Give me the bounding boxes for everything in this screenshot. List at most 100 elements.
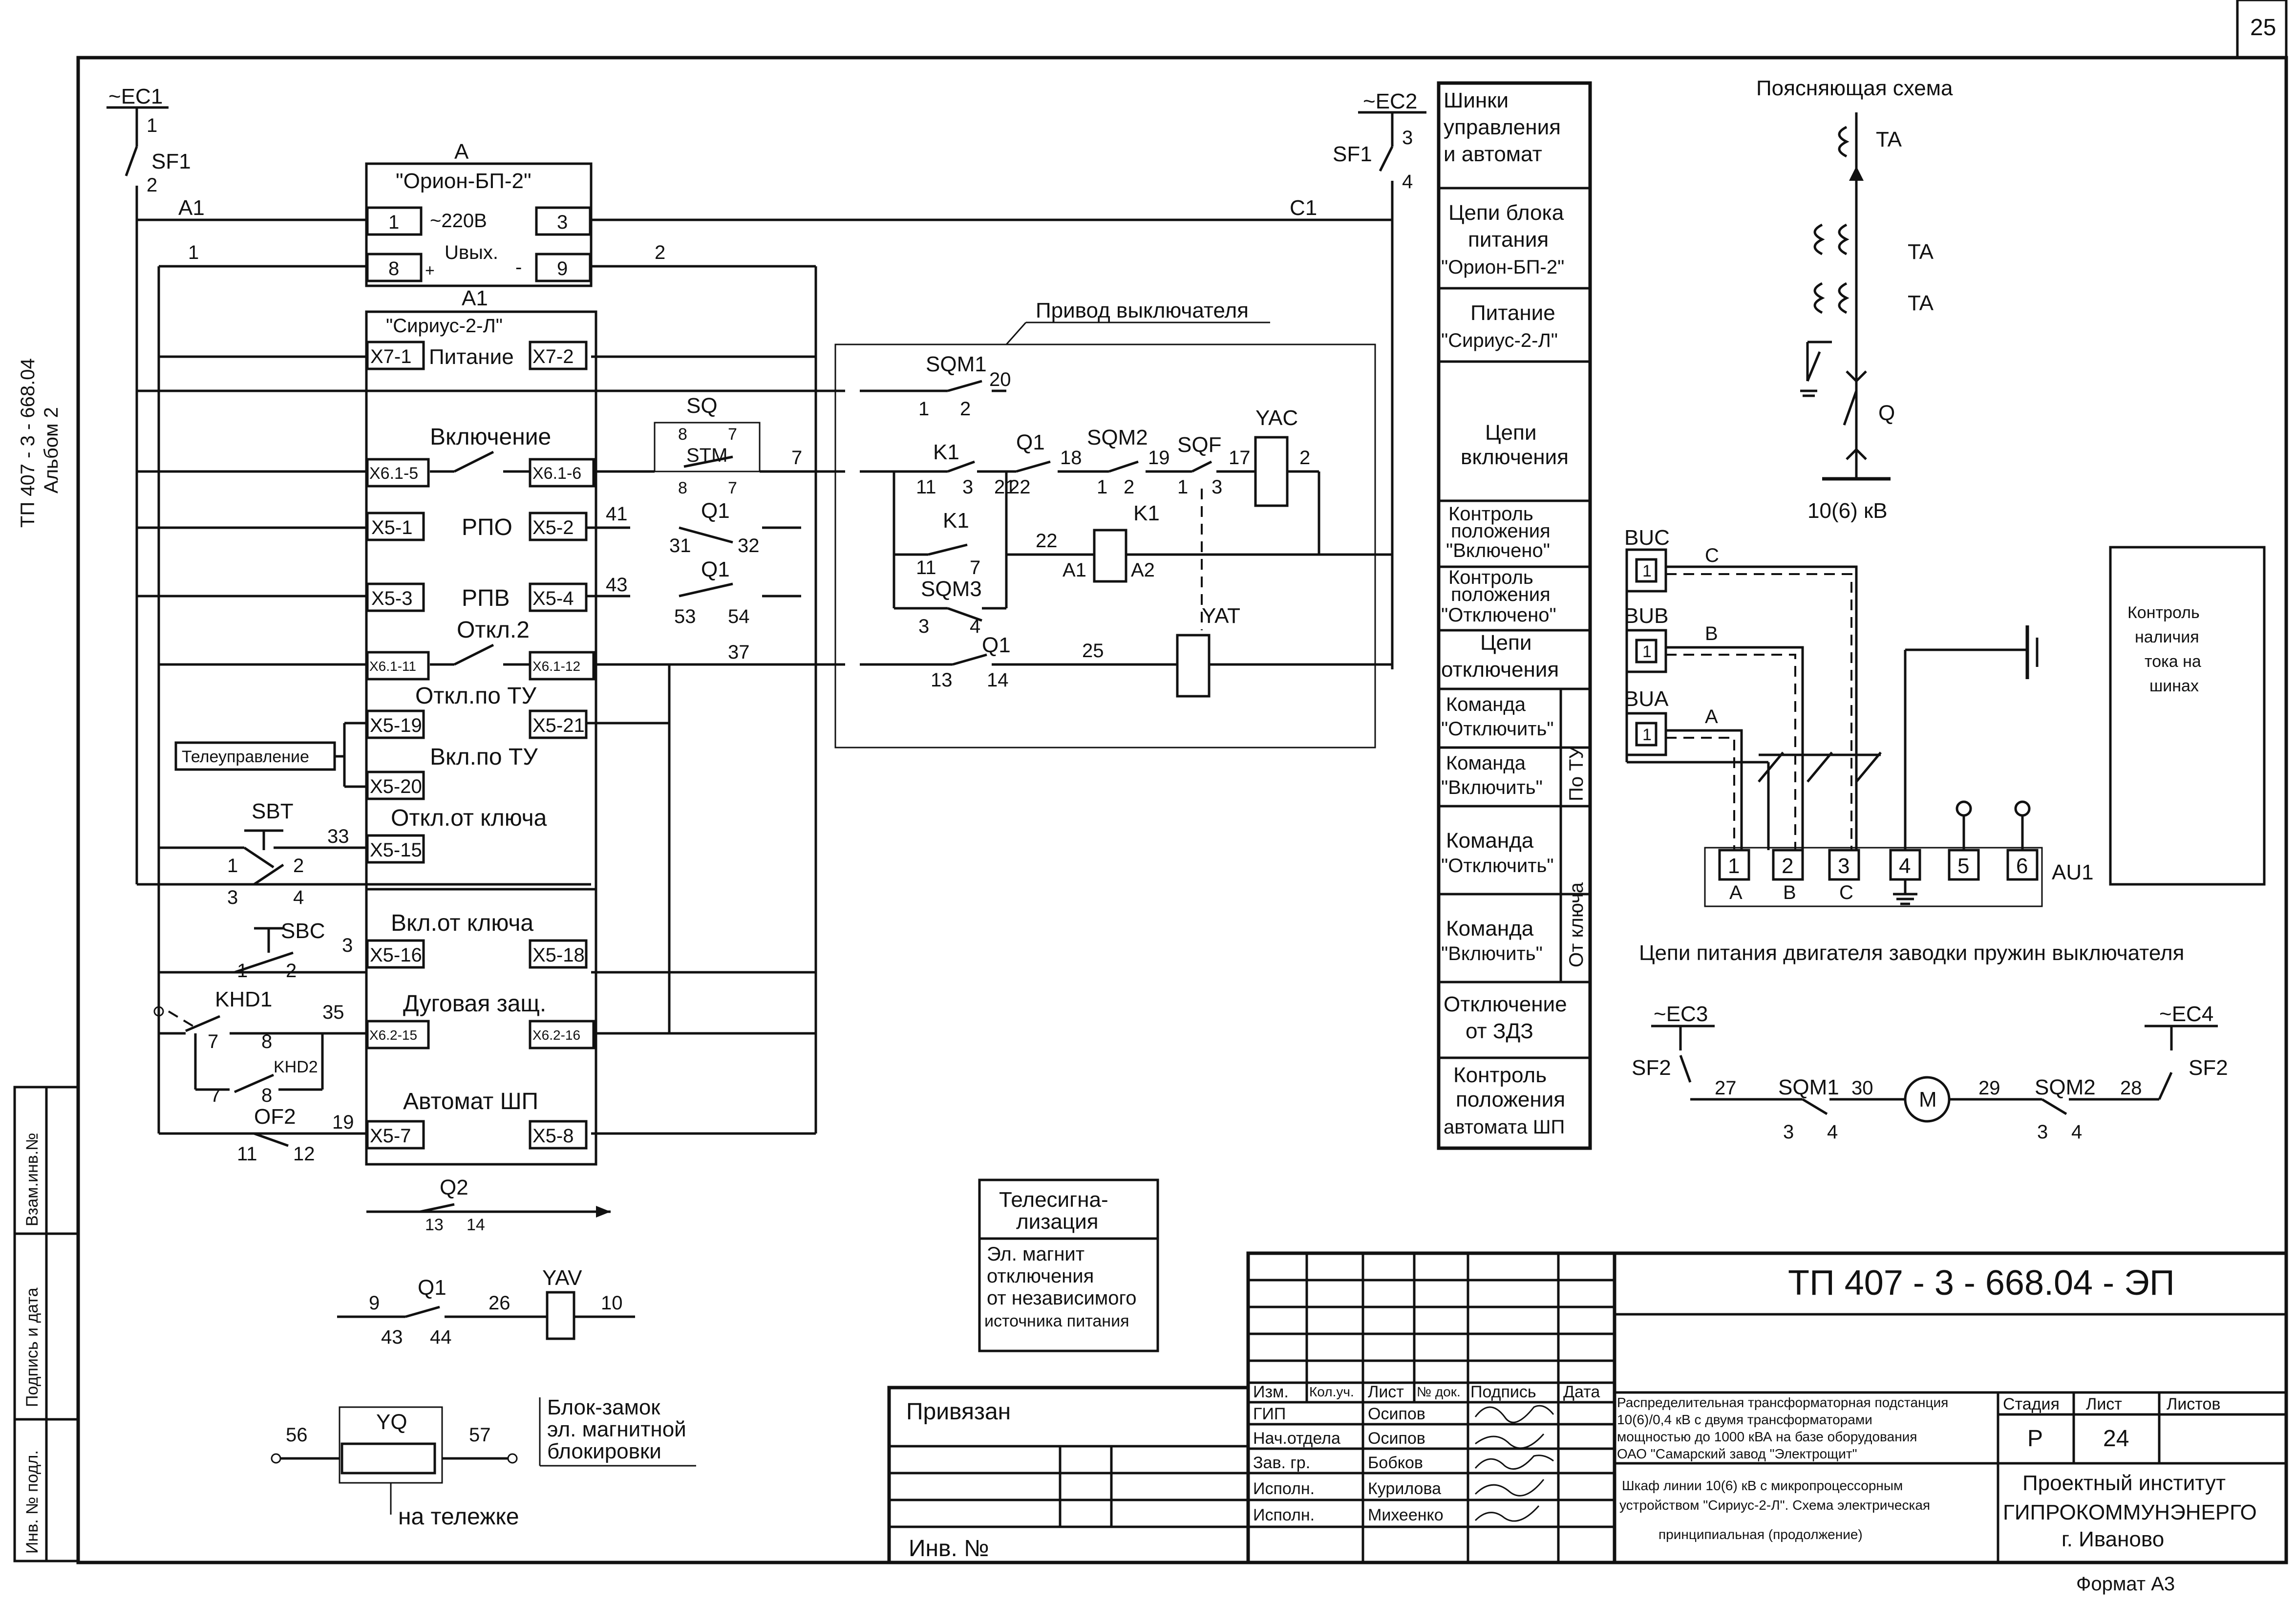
label-text: г. Иваново [2062,1527,2164,1551]
label-text: X5-20 [370,776,422,797]
label-text: 11 [916,557,936,578]
wire-line [420,1203,455,1213]
label-text: Дуговая защ. [403,991,546,1017]
label-text: A2 [1131,559,1155,581]
label-text: Блок-замок [547,1395,660,1419]
label-text: C [1705,545,1719,566]
label-text: Кол.уч. [1309,1384,1354,1399]
label-text: 1 [388,212,399,233]
of2-label: OF2 [254,1105,296,1129]
label-text: SQM3 [921,577,982,601]
yav-label: YAV [542,1266,582,1290]
terminal-box [654,422,761,472]
label-text: Осипов [1368,1405,1425,1423]
label-text: 2 [1124,476,1134,498]
label-text: 7 [210,1085,221,1106]
wire-line [125,146,138,176]
label-text: BUB [1624,604,1668,628]
yav-signal: 9 Q1 43 44 26 YAV 10 [337,1266,635,1348]
label-text: 4 [293,887,304,908]
wire-line [1474,1479,1545,1497]
yq-lock: 56 YQ 57 на тележке Блок-замок эл. магни… [271,1395,696,1530]
label-text: X7-1 [370,346,412,367]
label-text: - [515,257,522,278]
signatures [1474,1405,1554,1522]
label-text: 2 [293,855,304,877]
label-text: Курилова [1368,1479,1441,1498]
terminal-box [529,582,588,612]
label-text: Лист [1368,1383,1404,1401]
label-text: B [1705,623,1718,644]
label-text: Откл.2 [457,617,530,643]
label-text: 3 [1402,127,1413,149]
label-text: блокировки [547,1439,661,1463]
block-a-designation: A [454,140,469,164]
wire-line [1474,1405,1554,1423]
label-text: 3 [342,935,353,956]
label-text: от независимого [987,1287,1136,1309]
label-text: 2 [1782,854,1793,878]
expl-voltage: 10(6) кВ [1807,499,1888,523]
wire-line [1802,1098,1828,1115]
label-text: ~EC3 [1654,1002,1708,1026]
label-text: 44 [430,1327,452,1348]
label-text: Контроль [1453,1063,1547,1087]
label-text: "Отключить" [1441,855,1554,877]
label-text: ~220B [430,210,487,232]
side-doc-title: ТП 407 - 3 - 668.04 [17,358,39,528]
wire-line [1849,166,1864,181]
label-text: 4 [2071,1121,2082,1143]
terminal-box [366,253,423,282]
label-text: 43 [381,1327,403,1348]
wire-line [1191,460,1212,473]
label-text: X5-19 [370,715,422,736]
terminal-box [529,939,588,969]
label-text: устройством "Сириус-2-Л". Схема электрич… [1619,1498,1930,1513]
wire-line [596,1206,611,1218]
label-text: Цепи [1480,631,1531,655]
label-text: 11 [916,476,936,498]
label-text: A1 [178,196,205,220]
label-text: 4 [1402,171,1413,193]
label-text: питания [1468,228,1549,252]
label-text: 1 [227,855,238,877]
label-text: + [425,261,435,280]
label-text: C [1839,882,1853,903]
label-text: Команда [1446,829,1534,853]
terminal-box [1772,849,1804,881]
label-text: отключения [1441,658,1559,682]
terminal-box [1635,639,1658,663]
telecontrol-box [174,741,336,771]
label-text: включения [1461,445,1569,469]
wire-line [947,607,982,622]
motor-title: Цепи питания двигателя заводки пружин вы… [1639,941,2184,965]
label-text: Исполн. [1253,1506,1315,1524]
key-contacts: SBT 33 1 2 3 4 SBC 3 1 2 KHD1 35 7 8 KHD… [137,799,367,1165]
label-text: 3 [557,212,568,233]
terminal-node [153,1006,164,1017]
wire-line [1475,1434,1545,1449]
wire-line [234,951,294,974]
label-text: 8 [261,1031,272,1052]
label-text: эл. магнитной [547,1417,686,1441]
label-text: SQF [1177,433,1221,457]
label-text: 22 [1036,530,1058,552]
sq-label: SQ [686,394,718,418]
label-text: 9 [369,1292,380,1314]
terminal-box [2109,546,2266,886]
label-text: 10(6)/0,4 кВ с двумя трансформаторами [1617,1412,1872,1427]
wire-line [1666,737,1735,850]
label-text: 35 [322,1002,344,1023]
wire-line [1807,751,1833,783]
sheet-value: 24 [2103,1426,2129,1452]
supply-ec1: ~EC1 1 SF1 2 [106,85,191,220]
wire-line [1474,1455,1554,1470]
label-text: Михеенко [1368,1506,1444,1524]
circuit-legend: По ТУ От ключа Шинки управления и автома… [1437,81,1592,1150]
label-text: Подпись [1470,1383,1536,1401]
wire-line [405,1305,440,1318]
label-text: 28 [2120,1077,2142,1099]
wire-line [2041,1098,2067,1115]
wire-line [1666,646,1804,850]
terminal-box [1635,722,1658,747]
